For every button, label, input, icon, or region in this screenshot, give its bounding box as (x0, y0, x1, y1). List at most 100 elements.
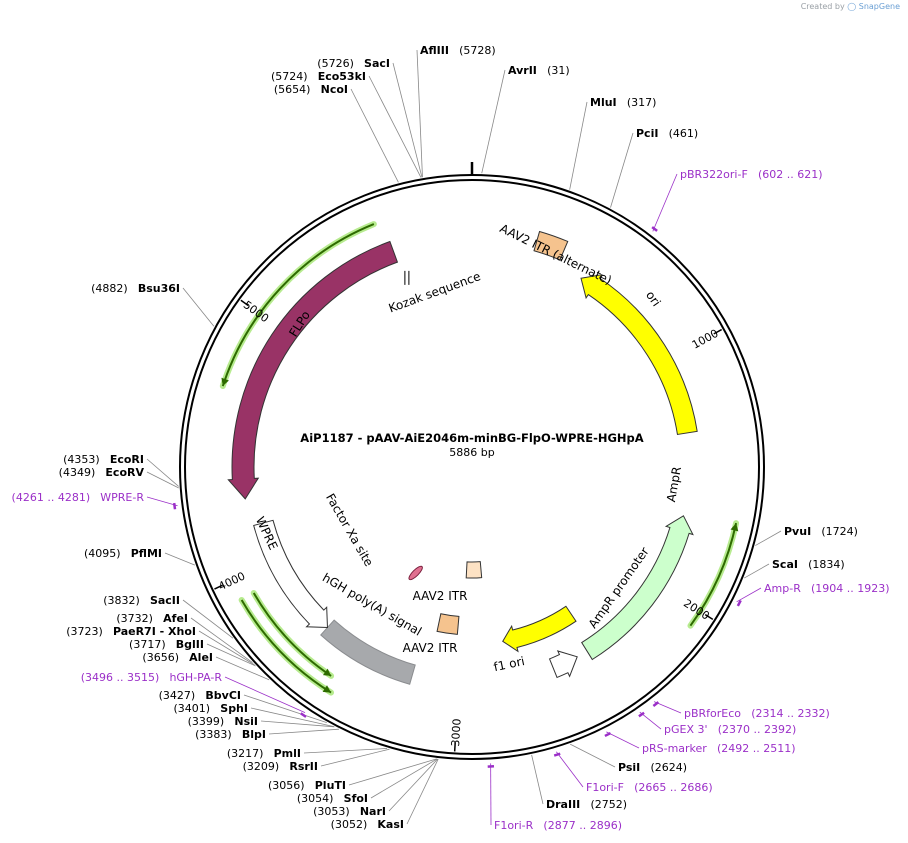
primer-prs-marker-5: pRS-marker (2492 .. 2511) (642, 737, 796, 756)
snapgene-logo: ◯ (847, 2, 857, 11)
primer-pbrforeco-3: pBRforEco (2314 .. 2332) (684, 707, 830, 720)
svg-text:PvuI (1724): PvuI (1724) (784, 520, 858, 539)
svg-text:(3723) PaeR7I - XhoI: (3723) PaeR7I - XhoI (66, 620, 196, 639)
site-scai-12: ScaI (1834) (772, 553, 845, 572)
svg-text:pGEX 3' (2370 .. 2392): pGEX 3' (2370 .. 2392) (664, 718, 796, 737)
svg-text:pRS-marker (2492 .. 2511): pRS-marker (2492 .. 2511) (642, 737, 796, 756)
label-aav2-itr-6: AAV2 ITR (403, 641, 458, 655)
orf-flpo (219, 221, 377, 390)
tick-3000 (453, 742, 456, 752)
primer-mark-pgex-3 (638, 711, 645, 718)
feature-flpo (227, 240, 399, 500)
primer-mark-f1ori-f (553, 752, 561, 757)
label-ori-1: ori (643, 288, 663, 309)
site-ecorv-9: (4349) EcoRV (59, 461, 145, 480)
snapgene-credit: Created by ◯ SnapGene (801, 2, 900, 11)
svg-text:(4095) PflMI: (4095) PflMI (84, 542, 162, 561)
svg-text:(5726) SacI: (5726) SacI (317, 52, 390, 71)
svg-text:(5724) Eco53kI: (5724) Eco53kI (271, 65, 366, 84)
feature-factor-xa-site (408, 565, 423, 581)
site-ecori-8: (4353) EcoRI (63, 453, 144, 466)
svg-text:pBR322ori-F (602 .. 621): pBR322ori-F (602 .. 621) (680, 163, 823, 182)
feature-hgh-poly-a-signal (320, 619, 416, 685)
svg-text:PciI (461): PciI (461) (636, 122, 698, 141)
feature-f1-ori (502, 605, 577, 653)
site-afliii-0: AflIII (5728) (420, 44, 496, 57)
primer-pbr322ori-f-0: pBR322ori-F (602 .. 621) (680, 163, 823, 182)
svg-text:(3496 .. 3515) hGH-PA-R: (3496 .. 3515) hGH-PA-R (81, 666, 223, 685)
primer-mark-amp-r (736, 599, 742, 607)
feature-kozak-sequence (404, 270, 410, 285)
primer-amp-r-2: Amp-R (1904 .. 1923) (764, 582, 890, 595)
tick-5000 (240, 299, 249, 307)
site-ncoi-6: (5654) NcoI (274, 78, 348, 97)
svg-text:(3209) RsrII: (3209) RsrII (243, 755, 318, 774)
svg-text:(4349) EcoRV: (4349) EcoRV (59, 461, 145, 480)
svg-text:F1ori-F (2665 .. 2686): F1ori-F (2665 .. 2686) (586, 776, 713, 795)
site-nari-26: (3053) NarI (313, 800, 386, 819)
site-eco53ki-5: (5724) Eco53kI (271, 65, 366, 84)
primer-mark-wpre-r (172, 502, 177, 510)
site-mlui-2: MluI (317) (590, 91, 656, 110)
svg-text:(3056) PluTI: (3056) PluTI (268, 774, 346, 793)
svg-text:(3717) BglII: (3717) BglII (129, 633, 204, 652)
svg-text:(3383) BlpI: (3383) BlpI (195, 723, 266, 742)
label-aav2-itr-5: AAV2 ITR (413, 589, 468, 603)
features-layer (219, 221, 740, 696)
svg-text:(4261 .. 4281) WPRE-R: (4261 .. 4281) WPRE-R (12, 486, 145, 505)
site-pcii-3: PciI (461) (636, 122, 698, 141)
site-alei-17: (3656) AleI (142, 646, 213, 665)
label-ampr-2: AmpR (664, 465, 684, 503)
site-sphi-19: (3401) SphI (174, 697, 248, 716)
site-sacii-13: (3832) SacII (103, 589, 180, 608)
feature-ampr-promoter (548, 650, 578, 679)
svg-text:(3054) SfoI: (3054) SfoI (297, 787, 368, 806)
orf-wpre-a (238, 597, 335, 696)
site-afei-14: (3732) AfeI (116, 612, 188, 625)
svg-text:PsiI (2624): PsiI (2624) (618, 756, 687, 775)
site-bsu36i-7: (4882) Bsu36I (91, 277, 180, 296)
label-f1-ori-4: f1 ori (492, 654, 526, 674)
svg-text:(5654) NcoI: (5654) NcoI (274, 78, 348, 97)
primer-hgh-pa-r-8: (3496 .. 3515) hGH-PA-R (81, 666, 223, 685)
svg-text:(3656) AleI: (3656) AleI (142, 646, 213, 665)
site-nsii-20: (3399) NsiI (188, 710, 258, 729)
feature-wpre (253, 519, 328, 629)
site-pluti-24: (3056) PluTI (268, 774, 346, 793)
svg-text:(3427) BbvCI: (3427) BbvCI (159, 684, 241, 703)
tick-1000 (713, 328, 723, 335)
svg-text:ScaI (1834): ScaI (1834) (772, 553, 845, 572)
plasmid-length: 5886 bp (449, 446, 494, 459)
tick-2000 (704, 613, 714, 621)
svg-text:AvrII (31): AvrII (31) (508, 59, 570, 78)
site-blpi-21: (3383) BlpI (195, 723, 266, 742)
tick-label-1000: 1000 (690, 327, 721, 352)
credit-text: Created by (800, 2, 845, 11)
svg-text:(3832) SacII: (3832) SacII (103, 589, 180, 608)
svg-text:(4882) Bsu36I: (4882) Bsu36I (91, 277, 180, 296)
svg-text:MluI (317): MluI (317) (590, 91, 656, 110)
tick-label-3000: 3000 (449, 718, 464, 747)
feature-aav2-itr (436, 613, 460, 635)
site-bglii-16: (3717) BglII (129, 633, 204, 652)
orf-wpre-b (250, 590, 335, 679)
svg-text:F1ori-R (2877 .. 2896): F1ori-R (2877 .. 2896) (494, 814, 622, 833)
site-rsrii-23: (3209) RsrII (243, 755, 318, 774)
site-avrii-1: AvrII (31) (508, 59, 570, 78)
svg-text:(3053) NarI: (3053) NarI (313, 800, 386, 819)
site-paer7i-xhoi-15: (3723) PaeR7I - XhoI (66, 620, 196, 639)
svg-text:(3399) NsiI: (3399) NsiI (188, 710, 258, 729)
credit-brand: SnapGene (858, 2, 900, 11)
plasmid-name: AiP1187 - pAAV-AiE2046m-minBG-FlpO-WPRE-… (300, 431, 643, 445)
feature-ori (580, 273, 698, 436)
label-factor-xa-site-9: Factor Xa site (323, 491, 376, 569)
label-kozak-sequence-11: Kozak sequence (387, 269, 483, 315)
feature-aav2-itr-alternate (533, 230, 569, 261)
site-sfoi-25: (3054) SfoI (297, 787, 368, 806)
primer-f1ori-f-6: F1ori-F (2665 .. 2686) (586, 776, 713, 795)
svg-text:(3401) SphI: (3401) SphI (174, 697, 248, 716)
primer-pgex-3-4: pGEX 3' (2370 .. 2392) (664, 718, 796, 737)
site-pmli-22: (3217) PmlI (227, 747, 301, 760)
